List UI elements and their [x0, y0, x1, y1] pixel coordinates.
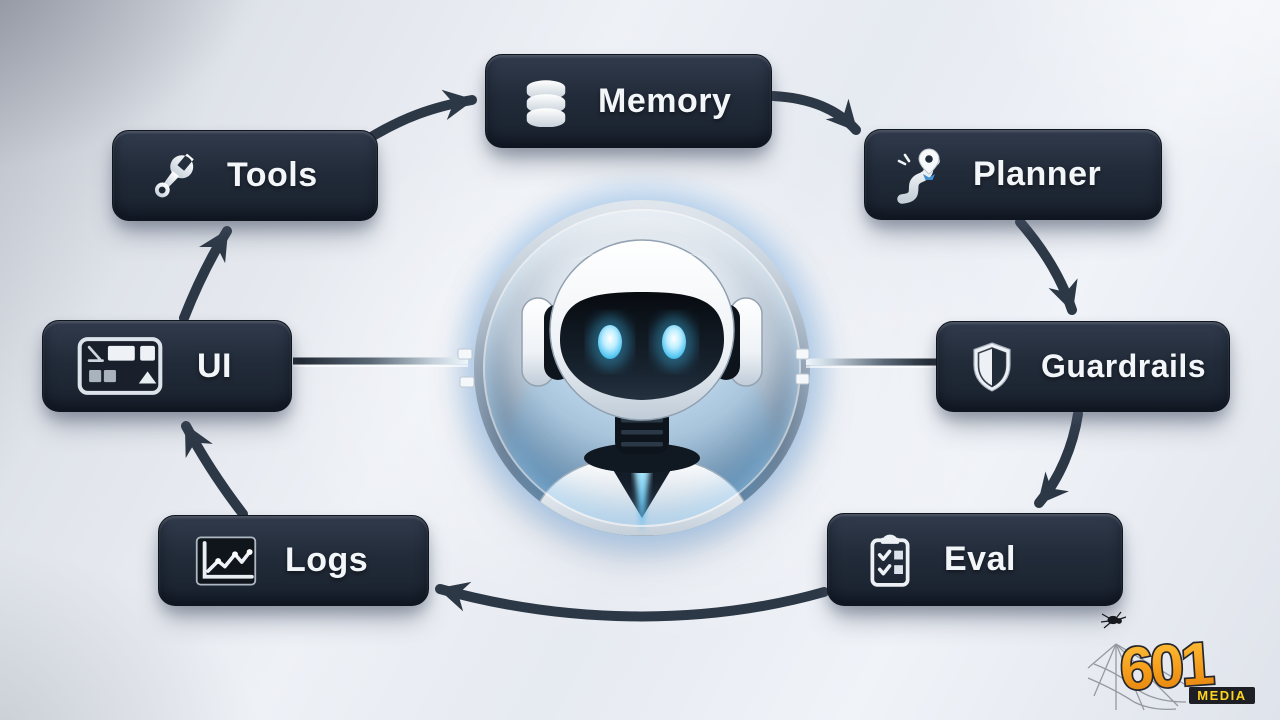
- clipboard-checklist-icon: [870, 534, 910, 587]
- node-logs: Logs: [158, 515, 429, 606]
- database-icon: [526, 80, 566, 127]
- shield-icon: [973, 341, 1011, 392]
- node-eval: Eval: [827, 513, 1123, 606]
- arrow-logs-to-ui: [181, 421, 248, 519]
- node-planner: Planner: [864, 129, 1162, 220]
- spider-icon: [1100, 611, 1127, 629]
- arrow-eval-to-logs: [435, 581, 829, 622]
- node-ui: UI: [42, 320, 292, 412]
- arrow-ui-to-tools: [179, 226, 232, 323]
- node-tools: Tools: [112, 130, 378, 221]
- node-memory: Memory: [485, 54, 772, 148]
- logo-601-media: 601 MEDIA: [1086, 610, 1266, 712]
- arrow-memory-to-planner: [768, 91, 861, 135]
- window-layout-icon: [77, 337, 163, 395]
- line-chart-icon: [195, 535, 257, 586]
- node-label: Tools: [227, 156, 318, 194]
- node-guardrails: Guardrails: [936, 321, 1230, 412]
- wrench-icon: [154, 153, 194, 197]
- arrow-planner-to-guardrails: [1015, 217, 1078, 315]
- arrow-tools-to-memory: [363, 89, 477, 144]
- node-label: Logs: [285, 541, 369, 579]
- robot-avatar-icon: [512, 239, 772, 536]
- logo-subtext: MEDIA: [1197, 688, 1246, 703]
- node-label: Planner: [973, 155, 1102, 193]
- node-label: Eval: [944, 540, 1016, 578]
- route-pin-icon: [897, 147, 940, 204]
- central-hub: [474, 200, 810, 536]
- arrow-guardrails-to-eval: [1034, 409, 1083, 508]
- node-label: UI: [197, 346, 232, 385]
- node-label: Guardrails: [1041, 348, 1207, 384]
- node-label: Memory: [598, 81, 732, 120]
